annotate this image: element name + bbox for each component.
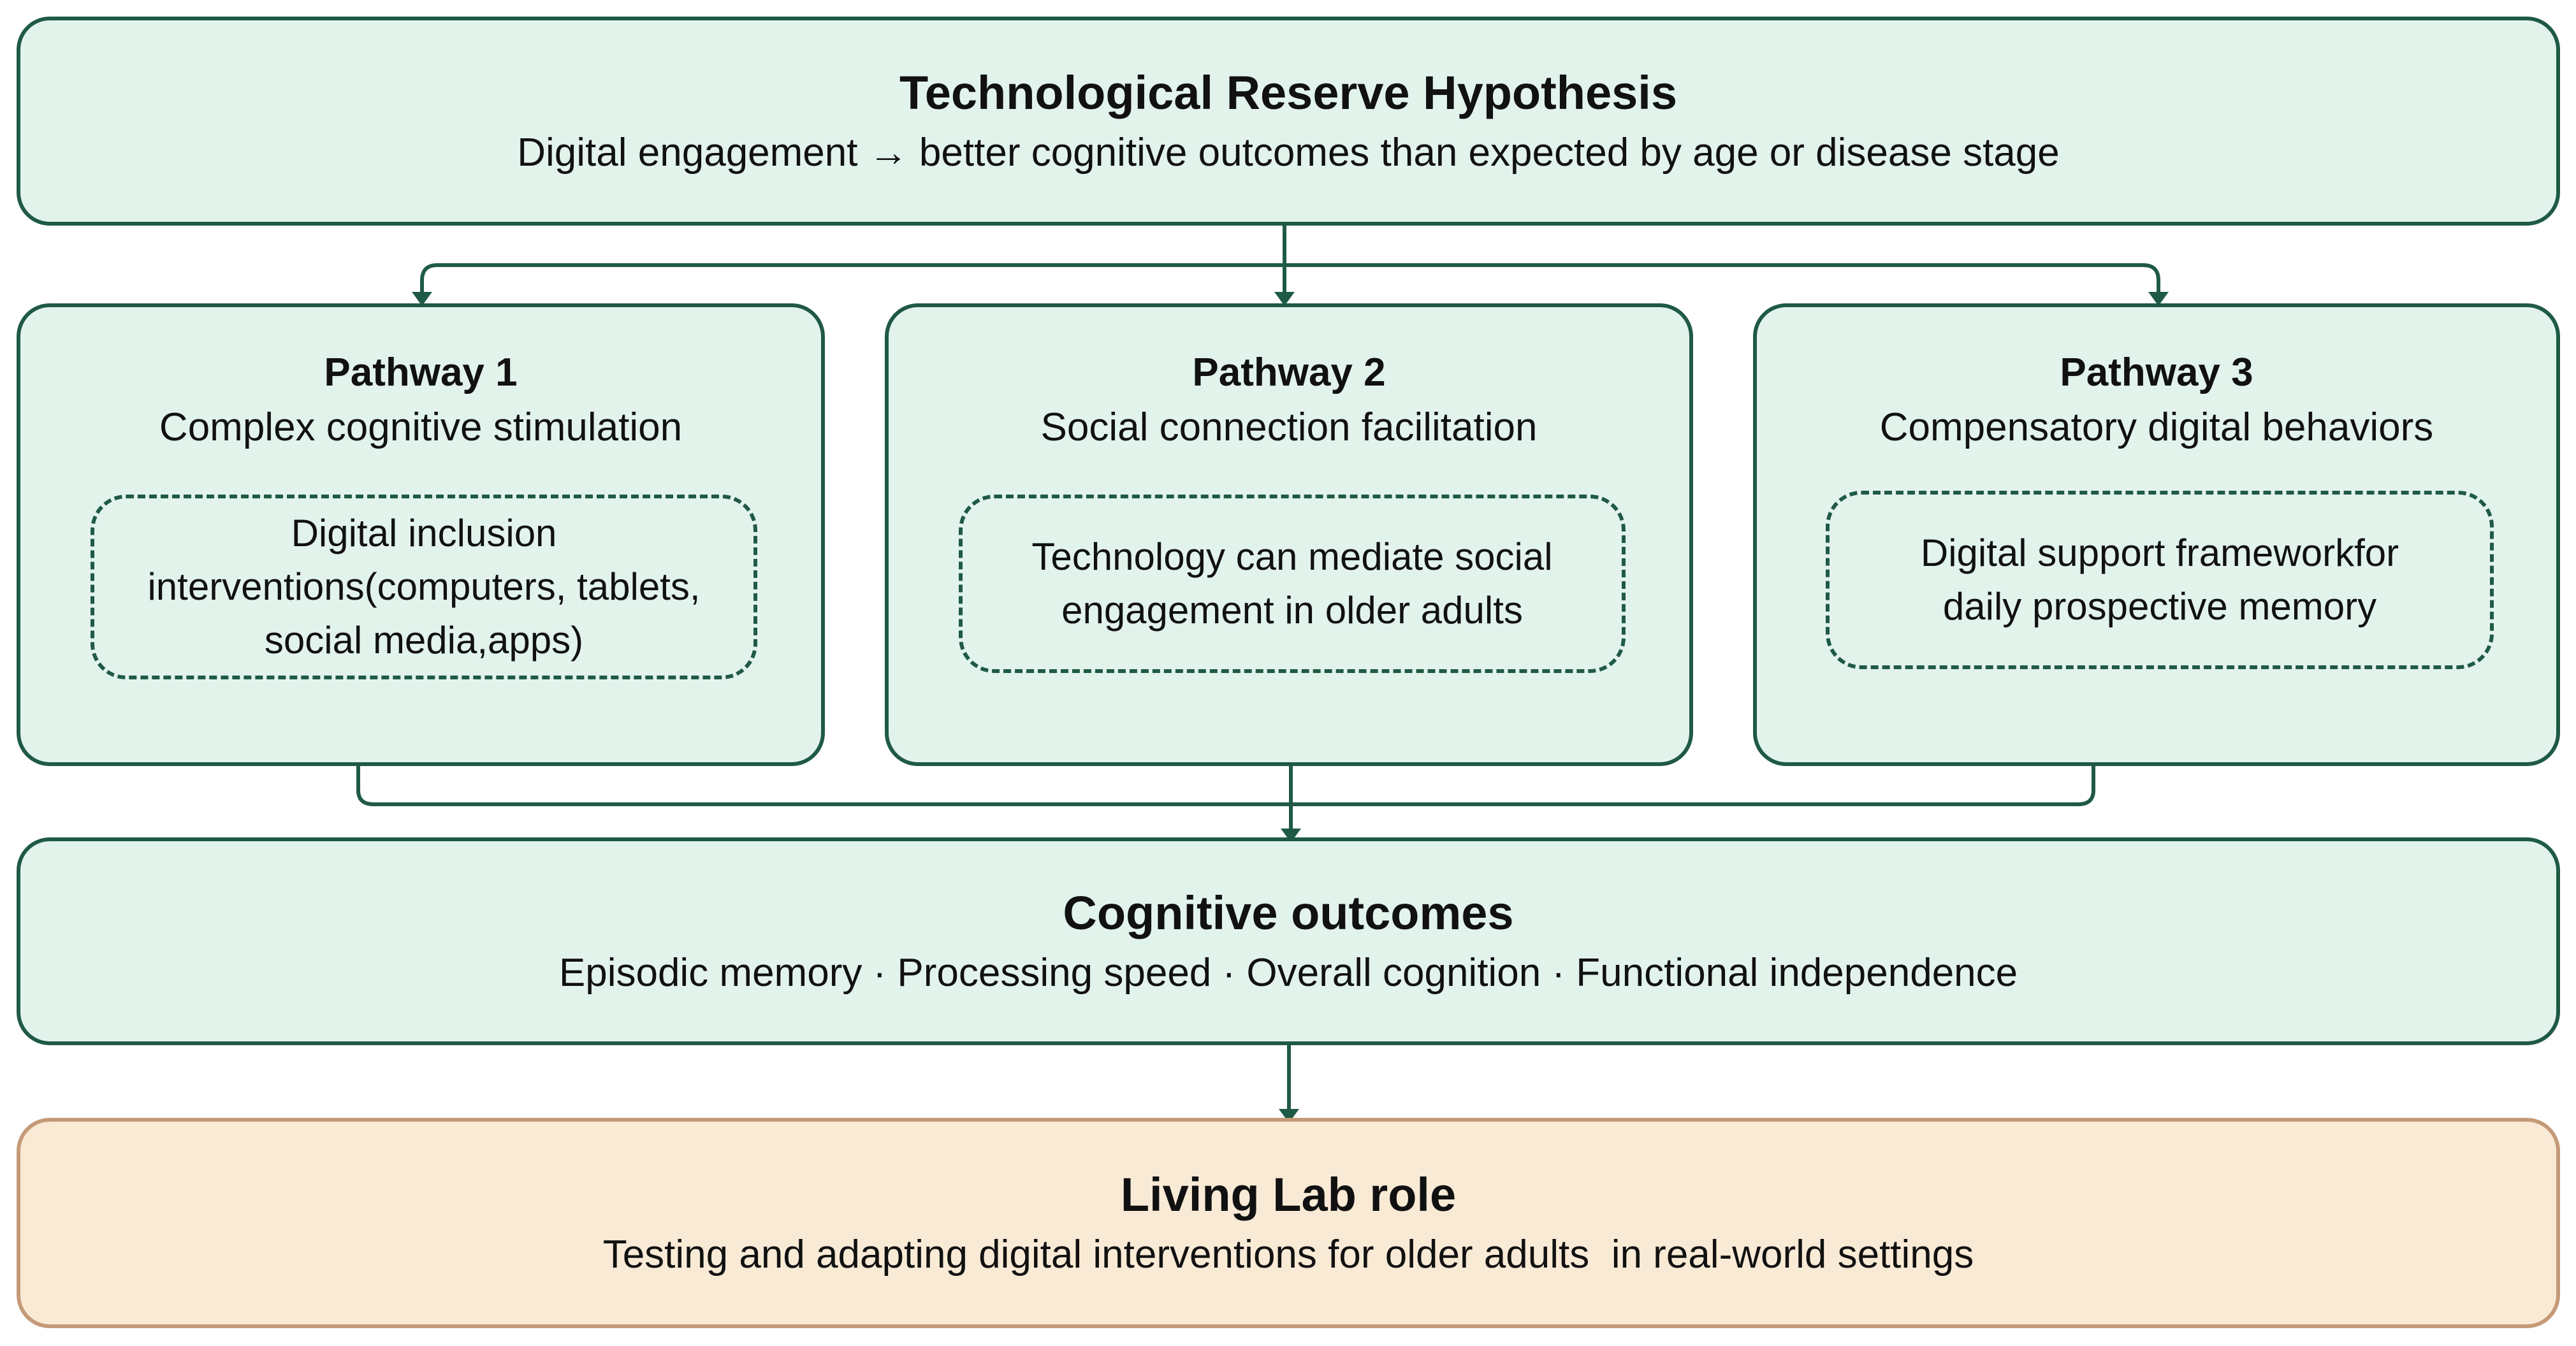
- arrowhead-outcomes: [1281, 829, 1301, 843]
- pathway-3-detail: Digital support frameworkfor daily prosp…: [1826, 491, 2494, 669]
- arrowhead-pathway-1: [412, 292, 432, 306]
- living-lab-box: Living Lab role Testing and adapting dig…: [17, 1118, 2560, 1328]
- pathway-1-box: Pathway 1 Complex cognitive stimulation …: [17, 303, 825, 766]
- hypothesis-title: Technological Reserve Hypothesis: [899, 66, 1678, 119]
- pathway-2-box: Pathway 2 Social connection facilitation…: [885, 303, 1693, 766]
- connector-merge-bar: [356, 766, 2095, 806]
- outcomes-box: Cognitive outcomes Episodic memory · Pro…: [17, 837, 2560, 1045]
- outcomes-subtitle: Episodic memory · Processing speed · Ove…: [558, 950, 2018, 995]
- pathway-1-subtitle: Complex cognitive stimulation: [159, 405, 683, 449]
- living-lab-subtitle: Testing and adapting digital interventio…: [602, 1232, 1974, 1277]
- arrowhead-living-lab: [1279, 1109, 1299, 1123]
- outcomes-title: Cognitive outcomes: [1063, 886, 1514, 939]
- pathway-1-detail: Digital inclusion interventions(computer…: [91, 495, 757, 679]
- living-lab-title: Living Lab role: [1120, 1168, 1457, 1221]
- pathway-2-subtitle: Social connection facilitation: [1040, 405, 1538, 449]
- arrowhead-pathway-2: [1274, 292, 1295, 306]
- pathway-2-title: Pathway 2: [1192, 351, 1386, 394]
- pathway-2-detail: Technology can mediate social engagement…: [959, 495, 1626, 673]
- arrowhead-pathway-3: [2148, 292, 2169, 306]
- pathway-3-box: Pathway 3 Compensatory digital behaviors…: [1753, 303, 2560, 766]
- hypothesis-box: Technological Reserve Hypothesis Digital…: [17, 17, 2560, 226]
- hypothesis-subtitle: Digital engagement → better cognitive ou…: [517, 130, 2060, 175]
- pathway-1-title: Pathway 1: [324, 351, 518, 394]
- pathway-3-subtitle: Compensatory digital behaviors: [1879, 405, 2434, 449]
- connector-branch-bar: [420, 263, 2160, 300]
- pathway-3-title: Pathway 3: [2060, 351, 2253, 394]
